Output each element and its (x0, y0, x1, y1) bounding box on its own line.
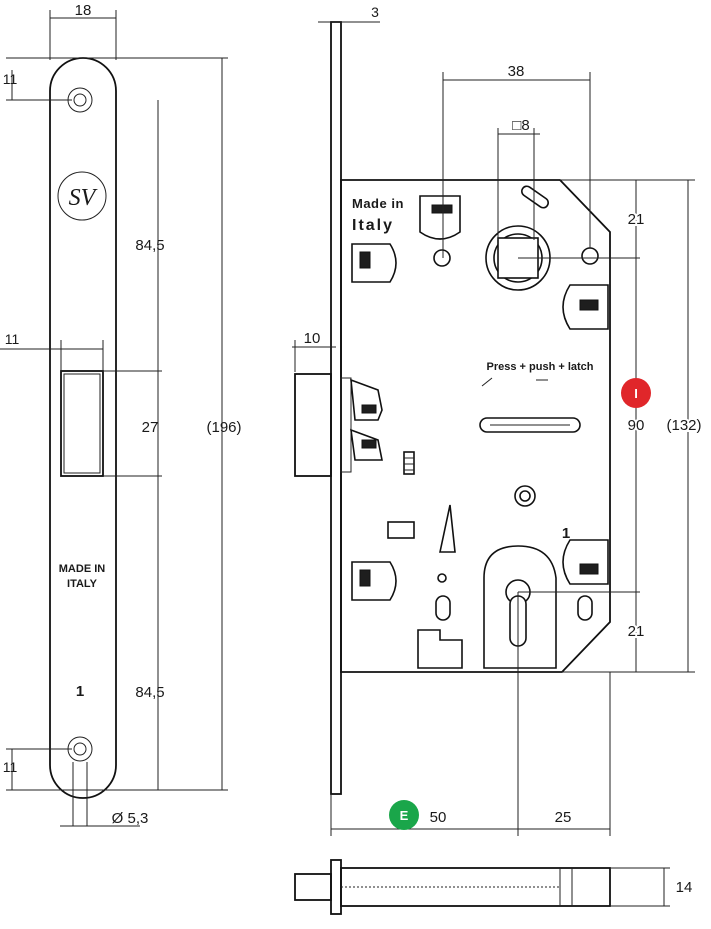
top-screw-hole-inner (73, 93, 87, 107)
dim-latch-projection: 10 (304, 330, 321, 347)
dim-bottom-margin: 21 (628, 623, 645, 640)
dim-case-height: (132) (666, 417, 701, 434)
dim-keyhole-offset: 25 (555, 809, 572, 826)
dim-latch-offset: 11 (5, 331, 20, 347)
dim-bottom-thickness: 14 (676, 879, 693, 896)
badge-green-letter: E (400, 808, 409, 823)
case-made-in: Made in (352, 196, 404, 211)
dim-plate-width: 18 (75, 2, 92, 19)
dim-faceplate-thickness: 3 (371, 4, 379, 20)
plate-italy: ITALY (67, 578, 98, 590)
gear-block (387, 521, 415, 539)
lock-body-view: 3 Made in Italy (292, 4, 704, 836)
dim-lower-length: 84,5 (135, 684, 164, 701)
front-plate-view: SV MADE IN ITALY 1 18 11 84,5 84,5 11 (0, 2, 242, 827)
logo-circle (57, 171, 107, 221)
faceplate-strip (330, 21, 342, 795)
bottom-screw-hole-inner (73, 742, 87, 756)
bottom-latch-piece (417, 629, 463, 669)
dim-latch-height: 27 (142, 419, 159, 436)
badge-red (621, 378, 651, 408)
dim-top-hole: 11 (3, 71, 18, 87)
dim-center-distance: 90 (628, 417, 645, 434)
case-part-right-upper (562, 284, 609, 330)
latch-bolt (294, 373, 383, 477)
case-part-right-lower (562, 539, 609, 585)
dim-backset: 50 (430, 809, 447, 826)
top-right-slot (521, 185, 549, 209)
logo-text: SV (69, 185, 98, 211)
case-instruction: Press + push + latch (487, 361, 594, 373)
dim-bottom-hole: 11 (3, 759, 18, 775)
cylinder-cutout (483, 545, 557, 669)
case-part-left-lower (351, 561, 397, 601)
dim-hole-diameter: Ø 5,3 (112, 810, 149, 827)
case-part-upper-left (351, 243, 397, 283)
small-spring (403, 451, 415, 475)
dim-upper-length: 84,5 (135, 237, 164, 254)
case-part-top-bolt (419, 195, 461, 267)
dim-spindle-distance: 38 (508, 63, 525, 80)
plate-number: 1 (76, 683, 84, 700)
badge-red-letter: I (634, 386, 638, 401)
plate-made-in: MADE IN (59, 563, 106, 575)
dim-total-length: (196) (206, 419, 241, 436)
bottom-latch-nub (294, 873, 332, 901)
lever-spike (439, 504, 456, 553)
case-number: 1 (562, 525, 570, 542)
case-italy: Italy (352, 217, 394, 234)
dim-square-spindle: □8 (512, 117, 529, 134)
dim-top-margin: 21 (628, 211, 645, 228)
badge-green (389, 800, 419, 830)
bottom-view: 14 (294, 859, 693, 915)
latch-opening (60, 370, 104, 477)
